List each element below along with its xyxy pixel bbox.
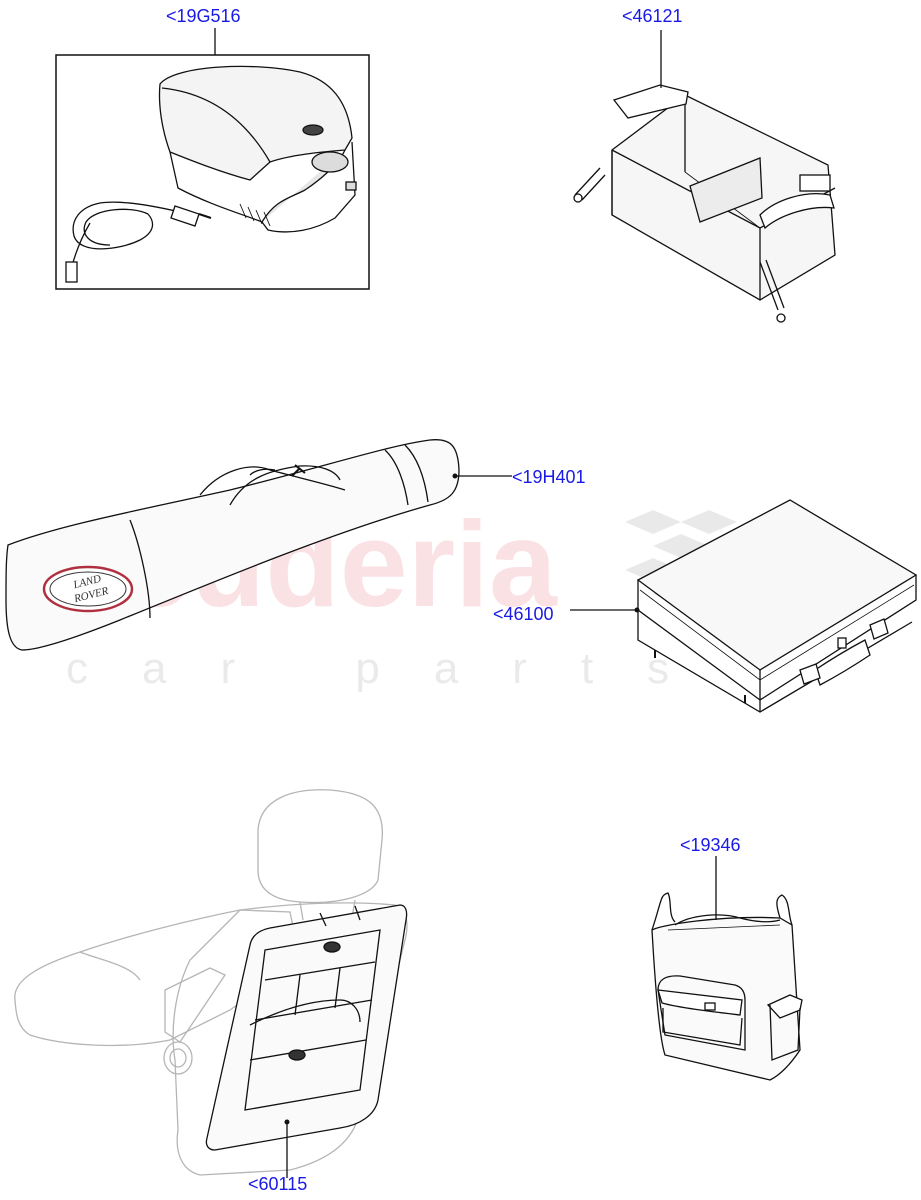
case-illustration (636, 499, 918, 713)
watermark-tagline: car parts (66, 644, 724, 693)
callout-19h401[interactable]: <19H401 (512, 467, 586, 487)
callout-19g516[interactable]: <19G516 (166, 6, 241, 26)
callout-46100[interactable]: <46100 (493, 604, 554, 624)
bag-illustration (651, 892, 803, 1081)
callout-46121[interactable]: <46121 (622, 6, 683, 26)
cool-box-illustration (55, 54, 370, 290)
ski-bag-illustration (5, 439, 460, 651)
callout-60115[interactable]: <60115 (248, 1174, 308, 1194)
seat-illustration (14, 789, 408, 1176)
luggage-organiser-illustration (573, 84, 836, 323)
callout-19346[interactable]: <19346 (680, 835, 741, 855)
seat-back-organiser-illustration (205, 904, 408, 1151)
